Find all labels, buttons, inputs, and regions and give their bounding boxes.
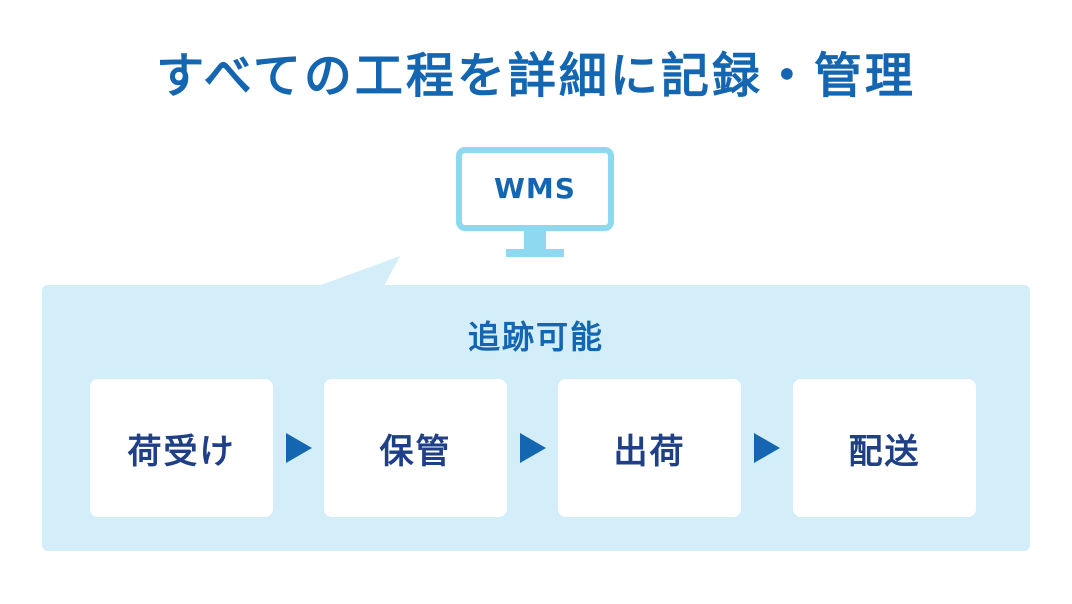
- step-storage: 保管: [324, 379, 507, 517]
- step-shipping: 出荷: [558, 379, 741, 517]
- page-title: すべての工程を詳細に記録・管理: [156, 48, 916, 104]
- wms-label: WMS: [494, 172, 576, 205]
- arrow-right-icon: [754, 433, 780, 463]
- step-receiving: 荷受け: [90, 379, 273, 517]
- arrow-right-icon: [520, 433, 546, 463]
- arrow-right-icon: [286, 433, 312, 463]
- panel-heading: 追跡可能: [467, 318, 604, 356]
- panel-tail: [318, 256, 400, 286]
- panel-background: [42, 285, 1030, 551]
- wms-monitor: WMS: [456, 147, 614, 263]
- monitor-icon: [456, 147, 614, 257]
- step-delivery: 配送: [793, 379, 976, 517]
